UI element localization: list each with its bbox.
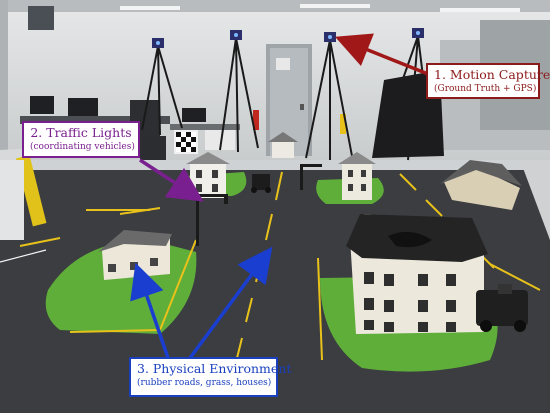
environment-arrow-left [130,262,170,359]
robot-car-back [251,174,271,193]
physical-environment-title: 3. Physical Environment [137,361,292,376]
traffic-lights-title: 2. Traffic Lights [30,125,132,140]
house-mid-right [338,152,376,200]
traffic-lights-subtitle: (coordinating vehicles) [30,142,135,152]
motion-capture-arrow [335,33,429,76]
environment-arrow-right [188,246,273,360]
motion-capture-callout: 1. Motion Capture (Ground Truth + GPS) [426,63,550,99]
mansion [346,214,488,334]
physical-environment-subtitle: (rubber roads, grass, houses) [137,378,272,388]
lane-markings [19,171,541,363]
traffic-lights-arrow [139,158,204,202]
traffic-light [196,164,322,246]
motion-capture-subtitle: (Ground Truth + GPS) [434,84,537,94]
physical-environment-callout: 3. Physical Environment (rubber roads, g… [129,357,292,397]
house-back [268,132,298,158]
traffic-lights-callout: 2. Traffic Lights (coordinating vehicles… [22,121,140,158]
desks [20,96,346,160]
robot-car-right [476,284,528,332]
house-far-right [440,160,522,210]
mocap-cameras [152,28,424,48]
motion-capture-title: 1. Motion Capture [434,67,550,82]
